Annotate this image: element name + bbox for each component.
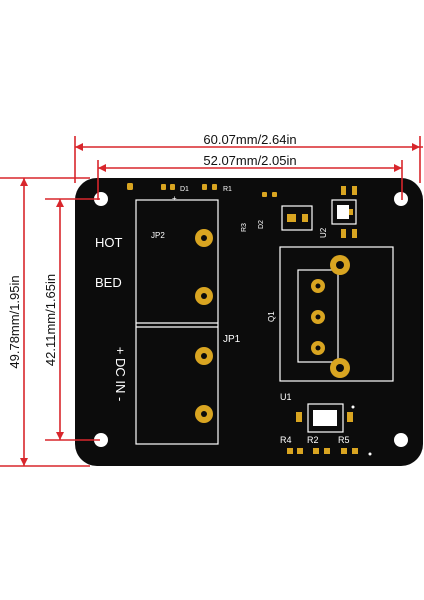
u2-outline	[331, 199, 357, 225]
silk-q1: Q1	[267, 311, 276, 322]
pcb-board	[75, 178, 423, 466]
silk-r2: R2	[307, 435, 319, 445]
q1-pads	[311, 255, 350, 378]
dimension-lines	[0, 136, 423, 467]
mounting-holes	[94, 192, 408, 447]
q1-outline	[279, 246, 394, 382]
silk-r4: R4	[280, 435, 292, 445]
silk-r1: R1	[223, 186, 232, 193]
mounting-hole-top-right	[394, 192, 408, 206]
silk-hot: HOT	[95, 235, 123, 250]
mounting-hole-bottom-left	[94, 433, 108, 447]
silk-r5: R5	[338, 435, 350, 445]
top-pads	[127, 183, 277, 197]
dimension-outer-height: 49.78mm/1.95in	[7, 275, 22, 368]
dimension-inner-width: 52.07mm/2.05in	[203, 153, 296, 168]
dimension-outer-width: 60.07mm/2.64in	[203, 132, 296, 147]
silk-dc-in: + DC IN -	[113, 347, 128, 402]
silk-d1: D1	[180, 186, 189, 193]
silk-d2: D2	[258, 220, 265, 229]
silk-u1: U1	[280, 392, 292, 402]
terminal-block-outline	[135, 199, 219, 445]
silk-plus: +	[172, 194, 177, 203]
silk-jp1: JP1	[223, 334, 241, 345]
silk-jp2: JP2	[151, 231, 165, 240]
u2-pads	[341, 186, 357, 238]
u2-chip	[337, 205, 349, 219]
silk-u2: U2	[319, 227, 328, 238]
dimension-inner-height: 42.11mm/1.65in	[43, 274, 58, 366]
silk-bed: BED	[95, 275, 122, 290]
terminal-pads	[195, 229, 213, 423]
silkscreen: HOT BED + DC IN - JP2 JP1 + D1 R1 R3 D2 …	[95, 186, 350, 445]
d2-outline	[281, 205, 313, 231]
u1-outline	[307, 403, 344, 433]
silk-r3: R3	[241, 223, 248, 232]
mounting-hole-bottom-right	[394, 433, 408, 447]
